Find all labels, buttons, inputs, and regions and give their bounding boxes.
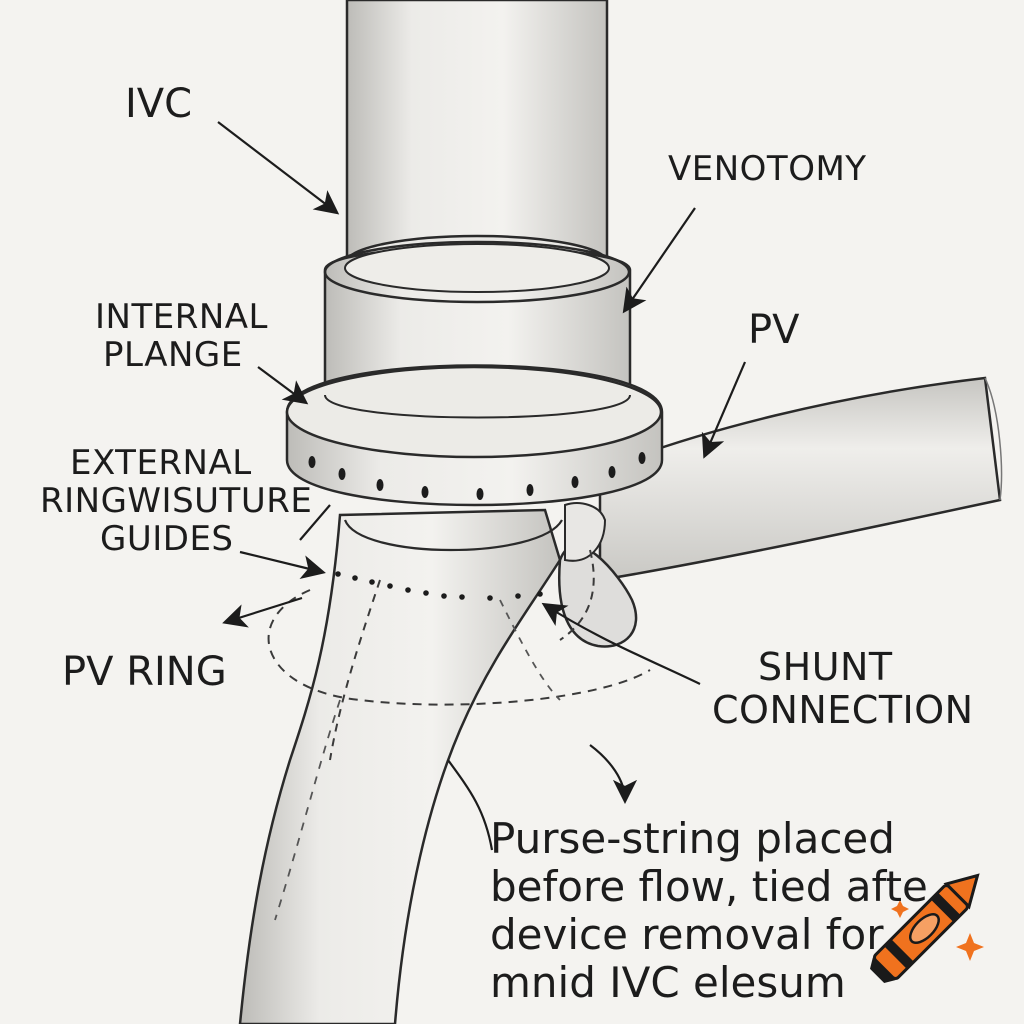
- label-internal-flange-line2: PLANGE: [103, 335, 243, 376]
- label-external-ring-line2: RINGWISUTURE: [40, 481, 313, 522]
- label-shunt-line1: SHUNT: [758, 645, 893, 689]
- ring-suture-holes: [308, 452, 646, 500]
- label-shunt-line2: CONNECTION: [712, 687, 974, 732]
- label-pv-ring: PV RING: [62, 649, 227, 695]
- crayon-icon: [870, 873, 980, 983]
- label-internal-flange-line1: INTERNAL: [95, 297, 268, 337]
- label-external-ring: EXTERNAL RINGWISUTURE GUIDES: [40, 444, 312, 558]
- sparkle-icon: [891, 900, 984, 961]
- label-external-ring-line1: EXTERNAL: [70, 443, 252, 483]
- note-line-4: mnid IVC elesum: [490, 957, 846, 1007]
- leader-lines: [217, 121, 747, 851]
- label-venotomy: VENOTOMY: [668, 149, 867, 189]
- note-line-1: Purse-string placed: [490, 814, 895, 863]
- procedure-note: Purse-string placed before flow, tied af…: [490, 815, 928, 1007]
- label-pv: PV: [748, 307, 800, 353]
- label-internal-flange: INTERNAL PLANGE: [95, 298, 268, 374]
- note-line-2: before flow, tied afte: [490, 861, 928, 911]
- note-line-3: device removal for: [490, 909, 884, 959]
- label-shunt-connection: SHUNT CONNECTION: [712, 646, 974, 731]
- upper-ivc-tube: [345, 0, 609, 264]
- label-external-ring-line3: GUIDES: [100, 519, 234, 560]
- pv-ring-dots: [335, 571, 543, 601]
- label-ivc: IVC: [125, 81, 193, 127]
